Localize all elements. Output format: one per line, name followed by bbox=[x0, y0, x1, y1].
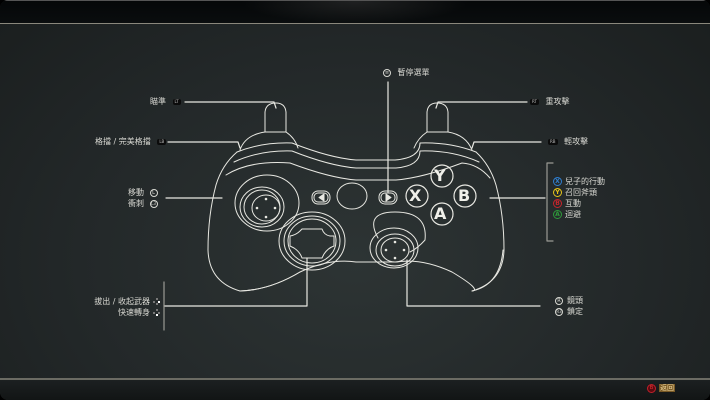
center-buttons bbox=[311, 182, 398, 210]
camera-label: 鏡頭 bbox=[567, 296, 583, 305]
right-stick-legend: R 鏡頭 R3 鎖定 bbox=[555, 295, 583, 317]
back-button[interactable]: B 返回 bbox=[647, 381, 675, 395]
left-stick-callout: 移動 L 衝刺 L3 bbox=[128, 187, 158, 209]
top-divider bbox=[0, 23, 710, 24]
menu-button-icon: ≡ bbox=[383, 68, 391, 77]
draw-weapon-label: 拔出 / 收起武器 bbox=[94, 297, 150, 306]
controller-a-glyph: A bbox=[434, 204, 447, 223]
rb-button-icon: RB bbox=[548, 138, 558, 145]
rb-label: 輕攻擊 bbox=[564, 137, 589, 146]
top-bar bbox=[0, 0, 710, 24]
move-label: 移動 bbox=[128, 188, 144, 197]
face-buttons bbox=[405, 164, 477, 226]
dpad-right-icon bbox=[153, 298, 160, 305]
trigger-rt bbox=[413, 102, 473, 151]
dpad bbox=[278, 211, 346, 271]
rb-callout: RB 輕攻擊 bbox=[548, 137, 588, 147]
right-stick bbox=[369, 211, 426, 269]
top-ornament bbox=[240, 1, 470, 24]
x-button-icon: X bbox=[553, 177, 562, 186]
evade-label: 迴避 bbox=[565, 210, 581, 219]
back-label: 返回 bbox=[659, 384, 675, 392]
lb-label: 格擋 / 完美格擋 bbox=[95, 137, 151, 146]
r3-icon: R3 bbox=[555, 307, 563, 316]
son-action-label: 兒子的行動 bbox=[565, 177, 605, 186]
bottom-divider bbox=[0, 378, 710, 380]
lb-button-icon: LB bbox=[157, 138, 167, 145]
l3-icon: L3 bbox=[149, 199, 158, 208]
sprint-label: 衝刺 bbox=[128, 199, 144, 208]
b-button-prompt-icon: B bbox=[647, 383, 656, 393]
pause-menu-callout: ≡ 暫停選單 bbox=[383, 68, 430, 78]
lock-on-label: 鎖定 bbox=[567, 307, 583, 316]
recall-axe-label: 召回斧頭 bbox=[565, 188, 597, 197]
left-stick-icon: L bbox=[149, 188, 158, 197]
brackets bbox=[163, 162, 554, 331]
rt-label: 重攻擊 bbox=[545, 97, 570, 106]
controller-x-glyph: X bbox=[409, 186, 422, 205]
controller-y-glyph: Y bbox=[434, 166, 446, 185]
rt-callout: RT 重攻擊 bbox=[530, 97, 569, 107]
interact-label: 互動 bbox=[565, 199, 581, 208]
controller-b-glyph: B bbox=[458, 186, 471, 205]
left-stick bbox=[234, 174, 300, 232]
a-button-icon: A bbox=[553, 210, 562, 219]
lt-label: 瞄準 bbox=[150, 97, 166, 106]
trigger-lt bbox=[239, 102, 299, 151]
dpad-down-icon bbox=[153, 309, 160, 316]
leader-lines bbox=[163, 81, 546, 307]
bottom-bar bbox=[0, 380, 710, 400]
dpad-legend: 拔出 / 收起武器 快速轉身 bbox=[88, 296, 160, 318]
lb-callout: 格擋 / 完美格擋 LB bbox=[95, 137, 167, 147]
pause-menu-label: 暫停選單 bbox=[397, 68, 430, 77]
b-button-icon: B bbox=[553, 199, 562, 208]
right-stick-icon: R bbox=[555, 296, 563, 305]
quick-turn-label: 快速轉身 bbox=[118, 308, 150, 317]
rt-button-icon: RT bbox=[530, 98, 539, 105]
lt-button-icon: LT bbox=[172, 98, 181, 105]
lt-callout: 瞄準 LT bbox=[150, 97, 181, 107]
y-button-icon: Y bbox=[553, 188, 562, 197]
